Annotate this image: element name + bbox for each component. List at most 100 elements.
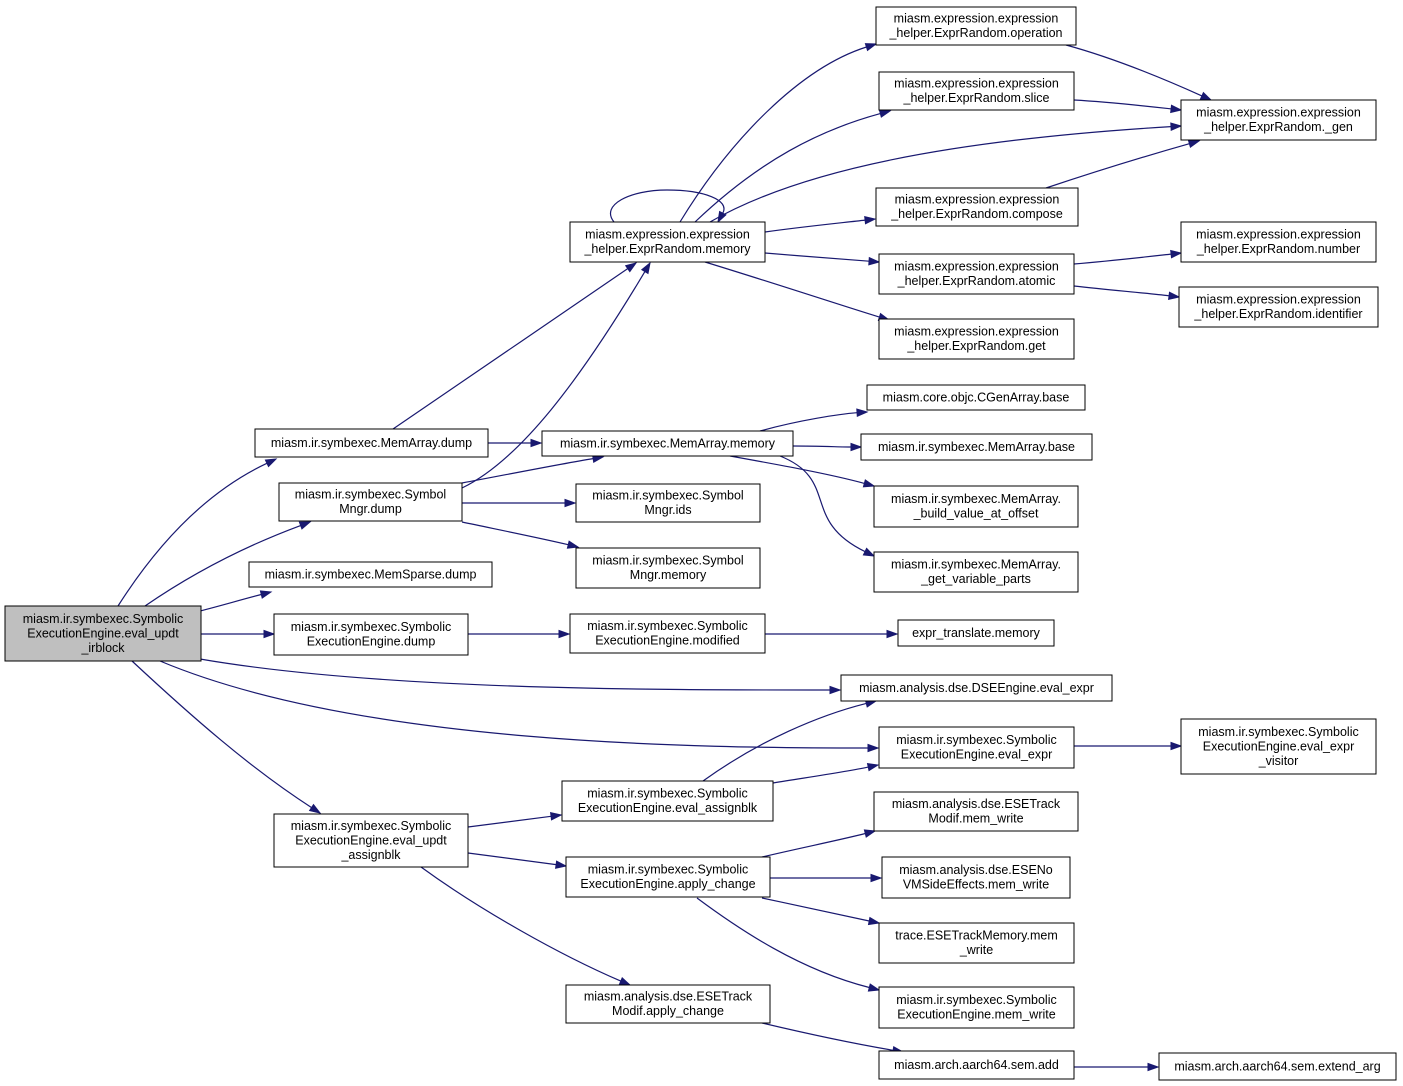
- node-see-dump[interactable]: miasm.ir.symbexec.SymbolicExecutionEngin…: [273, 613, 469, 656]
- node-label-line: miasm.ir.symbexec.MemSparse.dump: [265, 567, 477, 581]
- node-box: [565, 984, 771, 1024]
- node-see-mem-write[interactable]: miasm.ir.symbexec.SymbolicExecutionEngin…: [878, 986, 1075, 1029]
- edge-er-atomic-to-er-identifier: [1073, 285, 1181, 301]
- node-see-evalupdt-assign[interactable]: miasm.ir.symbexec.SymbolicExecutionEngin…: [273, 813, 469, 868]
- node-label-line: miasm.ir.symbexec.Symbolic: [291, 620, 451, 634]
- node-label-line: miasm.ir.symbexec.Symbolic: [1198, 725, 1358, 739]
- node-label-line: miasm.ir.symbexec.MemArray.: [891, 492, 1061, 506]
- arrowhead-icon: [1170, 104, 1183, 114]
- edge-line: [1065, 44, 1203, 97]
- node-label-line: miasm.ir.symbexec.Symbolic: [587, 619, 747, 633]
- edge-er-memory-to-er-slice: [694, 109, 892, 223]
- node-sem-add[interactable]: miasm.arch.aarch64.sem.add: [878, 1050, 1075, 1080]
- arrowhead-icon: [862, 479, 876, 488]
- node-er-number[interactable]: miasm.expression.expression_helper.ExprR…: [1180, 221, 1377, 263]
- edge-line: [461, 521, 569, 546]
- node-label-line: _helper.ExprRandom.slice: [903, 91, 1050, 105]
- node-see-eval-expr-visitor[interactable]: miasm.ir.symbexec.SymbolicExecutionEngin…: [1180, 718, 1377, 775]
- node-label-line: miasm.core.objc.CGenArray.base: [883, 390, 1070, 404]
- edge-see-eval-assignblk-to-see-eval-expr: [772, 763, 880, 784]
- node-see-modified[interactable]: miasm.ir.symbexec.SymbolicExecutionEngin…: [569, 613, 766, 654]
- node-box: [1158, 1052, 1397, 1081]
- node-dse-eval-expr[interactable]: miasm.analysis.dse.DSEEngine.eval_expr: [840, 674, 1113, 702]
- node-label-line: miasm.expression.expression: [1196, 106, 1361, 120]
- node-box: [1178, 286, 1379, 328]
- node-er-atomic[interactable]: miasm.expression.expression_helper.ExprR…: [878, 253, 1075, 295]
- node-et-memory[interactable]: expr_translate.memory: [897, 619, 1055, 647]
- edge-ma-memory-to-ma-base: [792, 442, 863, 452]
- node-box: [254, 428, 489, 458]
- edge-er-operation-to-er-gen: [1065, 44, 1213, 101]
- node-esetm-mem-write[interactable]: miasm.analysis.dse.ESETrackModif.mem_wri…: [873, 791, 1079, 832]
- arrowhead-icon: [298, 521, 312, 530]
- node-box: [4, 605, 202, 662]
- node-er-compose[interactable]: miasm.expression.expression_helper.ExprR…: [875, 187, 1079, 227]
- node-label-line: ExecutionEngine.eval_updt: [295, 833, 447, 847]
- node-label-line: _helper.ExprRandom.get: [906, 339, 1046, 353]
- node-ms-dump[interactable]: miasm.ir.symbexec.MemSparse.dump: [248, 561, 493, 588]
- node-label-line: _irblock: [80, 641, 125, 655]
- arrowhead-icon: [886, 629, 899, 639]
- arrowhead-icon: [259, 590, 273, 599]
- node-er-operation[interactable]: miasm.expression.expression_helper.ExprR…: [875, 6, 1077, 46]
- node-see-eval-expr[interactable]: miasm.ir.symbexec.SymbolicExecutionEngin…: [878, 726, 1075, 769]
- edge-line: [694, 113, 881, 223]
- node-label-line: _assignblk: [340, 848, 401, 862]
- node-ma-getvar[interactable]: miasm.ir.symbexec.MemArray._get_variable…: [873, 551, 1079, 593]
- node-label-line: _helper.ExprRandom.identifier: [1193, 307, 1362, 321]
- edge-er-memory-to-er-gen: [709, 122, 1183, 223]
- node-label-line: miasm.ir.symbexec.MemArray.memory: [560, 436, 776, 450]
- edge-er-atomic-to-er-number: [1073, 249, 1183, 265]
- node-label-line: miasm.expression.expression: [1196, 293, 1361, 307]
- node-er-gen[interactable]: miasm.expression.expression_helper.ExprR…: [1180, 99, 1377, 141]
- node-label-line: miasm.expression.expression: [894, 12, 1059, 26]
- node-root[interactable]: miasm.ir.symbexec.SymbolicExecutionEngin…: [4, 605, 202, 662]
- edge-ma-dump-to-ma-memory: [488, 438, 543, 448]
- node-box: [273, 613, 469, 656]
- node-esetm-apply-change[interactable]: miasm.analysis.dse.ESETrackModif.apply_c…: [565, 984, 771, 1024]
- node-cgen-base[interactable]: miasm.core.objc.CGenArray.base: [866, 384, 1086, 411]
- node-box: [878, 1050, 1075, 1080]
- node-box: [565, 856, 771, 898]
- node-ma-dump[interactable]: miasm.ir.symbexec.MemArray.dump: [254, 428, 489, 458]
- node-label-line: miasm.arch.aarch64.sem.extend_arg: [1174, 1059, 1380, 1073]
- edge-line: [792, 445, 852, 448]
- node-trace-mem-write[interactable]: trace.ESETrackMemory.mem_write: [878, 922, 1075, 964]
- node-label-line: ExecutionEngine.eval_expr: [901, 748, 1053, 762]
- node-label-line: miasm.analysis.dse.ESENo: [899, 863, 1053, 877]
- node-label-line: miasm.expression.expression: [895, 193, 1060, 207]
- node-sem-extend-arg[interactable]: miasm.arch.aarch64.sem.extend_arg: [1158, 1052, 1397, 1081]
- node-see-eval-assignblk[interactable]: miasm.ir.symbexec.SymbolicExecutionEngin…: [561, 780, 774, 822]
- edge-root-to-dse-eval-expr: [199, 658, 842, 695]
- node-label-line: miasm.ir.symbexec.MemArray.dump: [271, 436, 472, 450]
- node-label-line: miasm.expression.expression: [1196, 228, 1361, 242]
- node-ma-memory[interactable]: miasm.ir.symbexec.MemArray.memory: [541, 430, 794, 457]
- arrowhead-icon: [264, 458, 278, 468]
- node-ma-base[interactable]: miasm.ir.symbexec.MemArray.base: [860, 433, 1093, 461]
- node-box: [273, 813, 469, 868]
- node-er-memory[interactable]: miasm.expression.expression_helper.ExprR…: [569, 221, 766, 263]
- edge-line: [761, 1022, 894, 1051]
- node-label-line: expr_translate.memory: [912, 626, 1041, 640]
- edge-see-apply-change-to-esetm-mem-write: [761, 829, 877, 858]
- node-label-line: _helper.ExprRandom.atomic: [897, 274, 1056, 288]
- node-er-slice[interactable]: miasm.expression.expression_helper.ExprR…: [878, 71, 1075, 111]
- node-label-line: _helper.ExprRandom.number: [1196, 242, 1360, 256]
- edge-sm-dump-to-sm-ids: [462, 498, 577, 508]
- node-er-identifier[interactable]: miasm.expression.expression_helper.ExprR…: [1178, 286, 1379, 328]
- node-er-get[interactable]: miasm.expression.expression_helper.ExprR…: [878, 318, 1075, 360]
- node-ma-build[interactable]: miasm.ir.symbexec.MemArray._build_value_…: [873, 485, 1079, 528]
- node-esenovm-mem-write[interactable]: miasm.analysis.dse.ESENoVMSideEffects.me…: [881, 856, 1071, 899]
- node-box: [569, 613, 766, 654]
- edge-line: [761, 832, 866, 858]
- arrowhead-icon: [1147, 1062, 1160, 1072]
- node-label-line: _helper.ExprRandom.operation: [888, 26, 1062, 40]
- edge-line: [764, 219, 866, 233]
- node-see-apply-change[interactable]: miasm.ir.symbexec.SymbolicExecutionEngin…: [565, 856, 771, 898]
- node-box: [575, 483, 761, 523]
- node-label-line: miasm.ir.symbexec.Symbolic: [23, 612, 183, 626]
